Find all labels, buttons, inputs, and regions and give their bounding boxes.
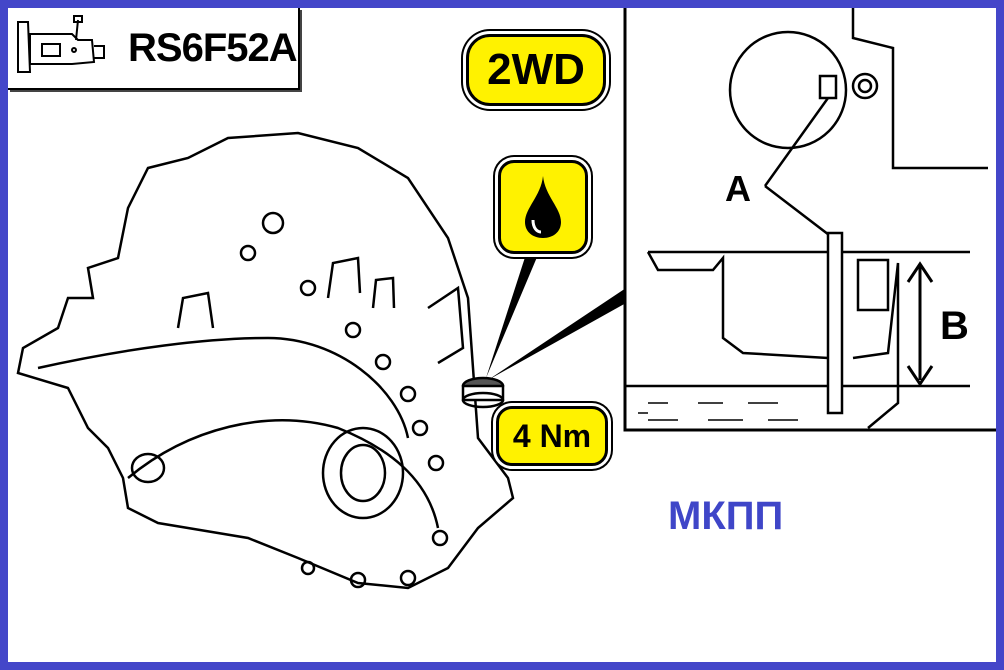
transmission-icon: [17, 15, 105, 73]
oil-level-inset: [623, 8, 996, 432]
model-header: RS6F52A: [8, 8, 300, 90]
model-code: RS6F52A: [128, 26, 298, 70]
label-a: A: [725, 168, 751, 209]
diagram-canvas: RS6F52A 2WD 4 Nm A B МКПП: [8, 8, 996, 662]
oil-drop-badge: [498, 160, 588, 254]
transmission-housing: [16, 131, 515, 590]
output-shaft-seal: [321, 426, 405, 520]
transmission-drawing: [16, 8, 996, 590]
oil-drop-icon: [525, 176, 561, 238]
torque-badge: 4 Nm: [496, 406, 608, 466]
drive-type-badge: 2WD: [466, 34, 606, 106]
caption: МКПП: [668, 494, 784, 538]
label-b: B: [940, 304, 969, 348]
